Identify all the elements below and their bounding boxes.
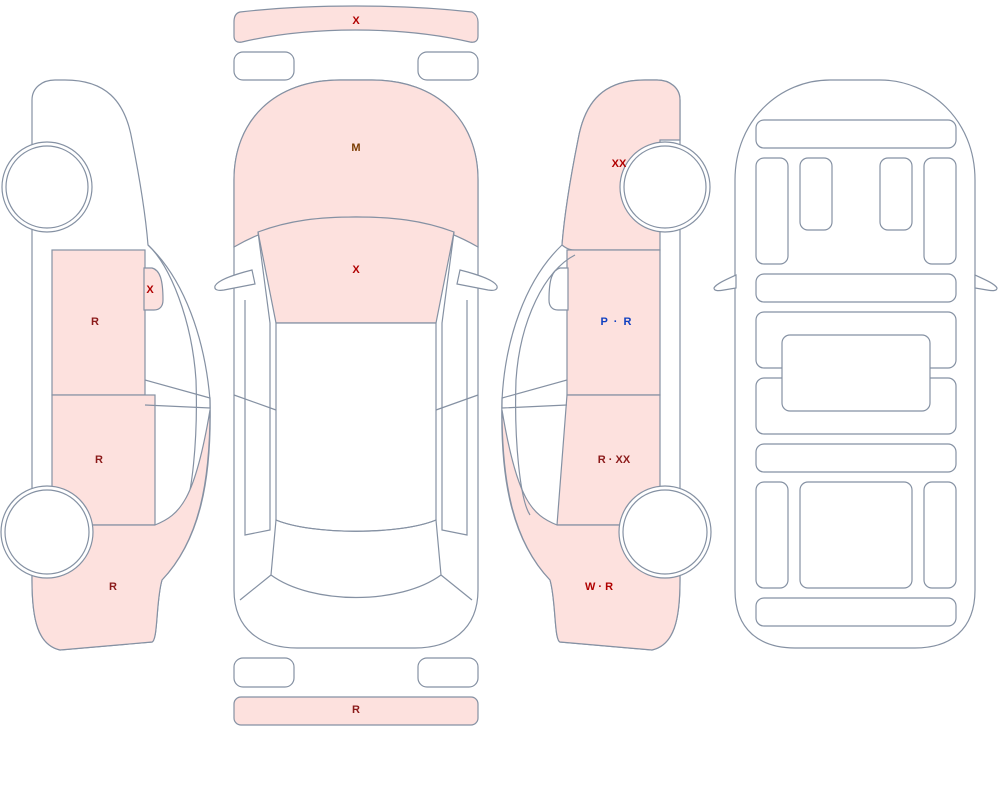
- right-door-seam: [435, 394, 479, 411]
- rear-seat-row: [755, 443, 957, 473]
- right-front-door-label: P · R: [601, 316, 632, 328]
- trunk-lid: [755, 597, 957, 627]
- dashboard: [755, 119, 957, 149]
- cargo-area: [799, 481, 913, 589]
- interior-left-mirror: [713, 274, 737, 292]
- right-front-wheel-rim: [623, 145, 707, 229]
- front-left-seat: [799, 157, 833, 231]
- front-left-seat-side: [755, 157, 789, 265]
- right-rear-quarter-label: W · R: [585, 581, 613, 593]
- left-front-wheel-rim: [5, 145, 89, 229]
- right-window-line: [515, 254, 576, 516]
- left-rear-quarter[interactable]: [31, 409, 211, 651]
- right-front-fender-label: XX: [612, 158, 627, 170]
- left-rear-quarter-label: R: [109, 581, 117, 593]
- left-rear-wheel-rim: [4, 489, 90, 575]
- front-right-seat: [879, 157, 913, 231]
- right-front-door-code-r: R: [623, 316, 631, 328]
- left-mirror[interactable]: [143, 267, 164, 311]
- right-side-view: XX P · R R · XX W · R: [501, 79, 712, 651]
- front-right-seat-side: [923, 157, 957, 265]
- top-right-mirror: [456, 269, 498, 291]
- roof: [275, 322, 437, 532]
- front-left-light: [233, 51, 295, 81]
- windshield[interactable]: [257, 216, 455, 324]
- left-b-pillar: [144, 379, 211, 409]
- top-left-mirror: [214, 269, 256, 291]
- interior-view: [713, 79, 998, 649]
- rear-left-seat: [755, 481, 789, 589]
- rear-left-corner: [239, 574, 272, 601]
- rear-left-light: [233, 657, 295, 688]
- front-bumper[interactable]: [233, 5, 479, 43]
- left-rear-door-label: R: [95, 454, 103, 466]
- middle-console: [781, 334, 931, 412]
- rear-bumper-label: R: [352, 704, 360, 716]
- rear-window: [270, 519, 442, 599]
- rear-right-seat: [923, 481, 957, 589]
- left-a-pillar: [244, 231, 271, 536]
- rear-right-corner: [440, 574, 473, 601]
- left-side-view: X R R R: [0, 79, 211, 651]
- left-front-door[interactable]: [51, 249, 146, 396]
- left-mirror-label: X: [146, 284, 154, 296]
- top-view: X M X R: [214, 5, 498, 726]
- right-rear-quarter[interactable]: [501, 409, 681, 651]
- right-front-door-code-p: P: [601, 316, 608, 328]
- right-rear-wheel-rim: [622, 489, 708, 575]
- rear-bumper[interactable]: [233, 696, 479, 726]
- right-rear-door-label: R · XX: [598, 454, 631, 466]
- left-door-seam: [233, 394, 277, 411]
- right-mirror: [548, 267, 569, 311]
- windshield-label: X: [352, 264, 360, 276]
- front-bumper-label: X: [352, 15, 360, 27]
- right-b-pillar: [501, 379, 568, 409]
- front-right-light: [417, 51, 479, 81]
- right-front-door-separator: ·: [614, 316, 618, 328]
- right-front-door[interactable]: [566, 249, 661, 396]
- hood-label: M: [351, 142, 360, 154]
- right-a-pillar: [441, 231, 468, 536]
- left-front-door-label: R: [91, 316, 99, 328]
- interior-right-mirror: [974, 274, 998, 292]
- rear-right-light: [417, 657, 479, 688]
- front-seat-row: [755, 273, 957, 303]
